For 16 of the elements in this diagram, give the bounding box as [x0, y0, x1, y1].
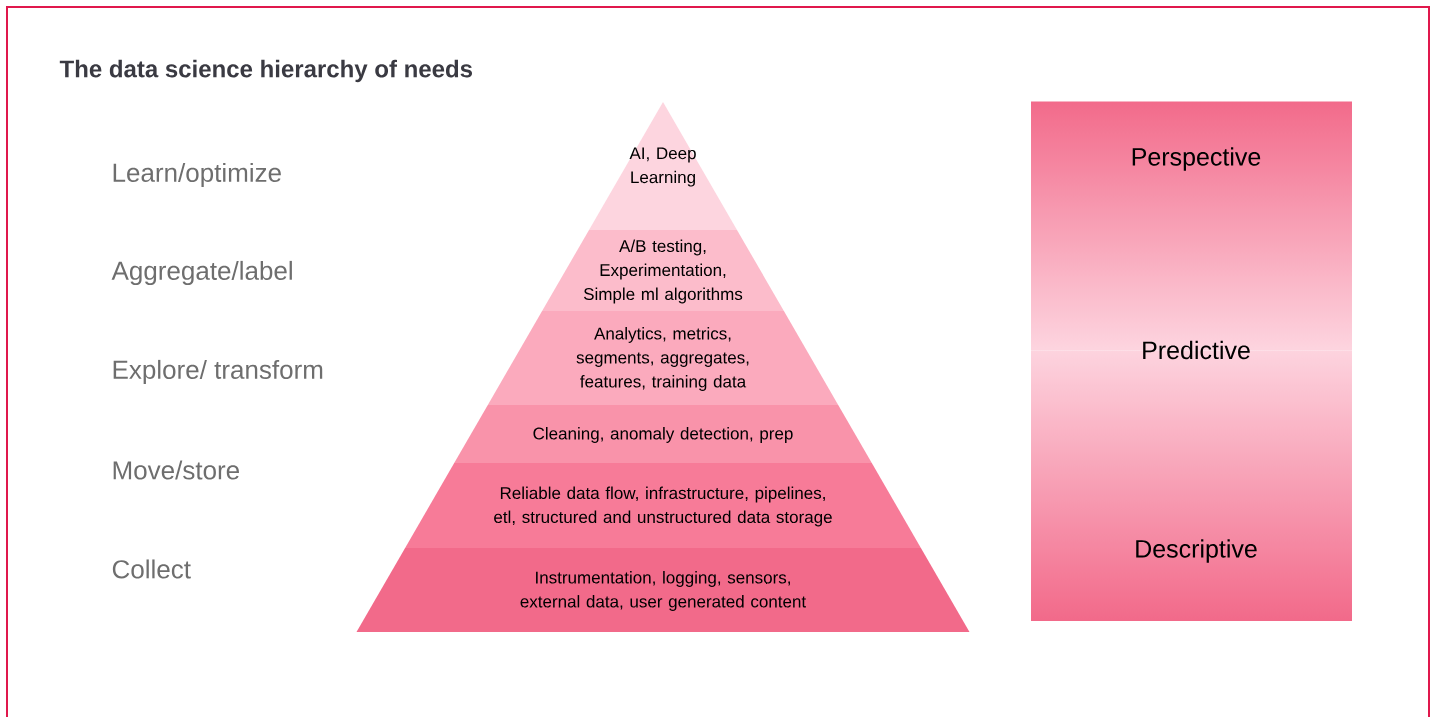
level-label: Explore/ transform: [113, 359, 323, 385]
pyramid-layer: Reliable data flow, infrastructure, pipelines, etl, structured and unstructured data storage: [405, 463, 921, 548]
bar-label: Descriptive: [1136, 539, 1257, 563]
bar-label: Perspective: [1132, 147, 1261, 171]
level-label: Aggregate/label: [111, 260, 292, 286]
title: The data science hierarchy of needs: [59, 59, 472, 83]
bar-label: Predictive: [1143, 340, 1250, 360]
pyramid-layer: AI, Deep Learning: [589, 102, 737, 230]
node-text: Perspective Predictive Descriptive: [1132, 147, 1261, 563]
level-label: Learn/optimize: [113, 162, 281, 188]
level-label: Collect: [112, 559, 191, 579]
pyramid-layer: Instrumentation, logging, sensors, external data, user generated content: [356, 548, 970, 632]
pyramid-layer: Cleaning, anomaly detection, prep: [454, 405, 872, 463]
pyramid-layer: A/B testing, Experimentation, Simple ml algorithms: [542, 230, 784, 311]
level-label: Move/store: [113, 460, 239, 480]
pyramid-layer: Analytics, metrics, segments, aggregates, features, training data: [487, 311, 839, 405]
